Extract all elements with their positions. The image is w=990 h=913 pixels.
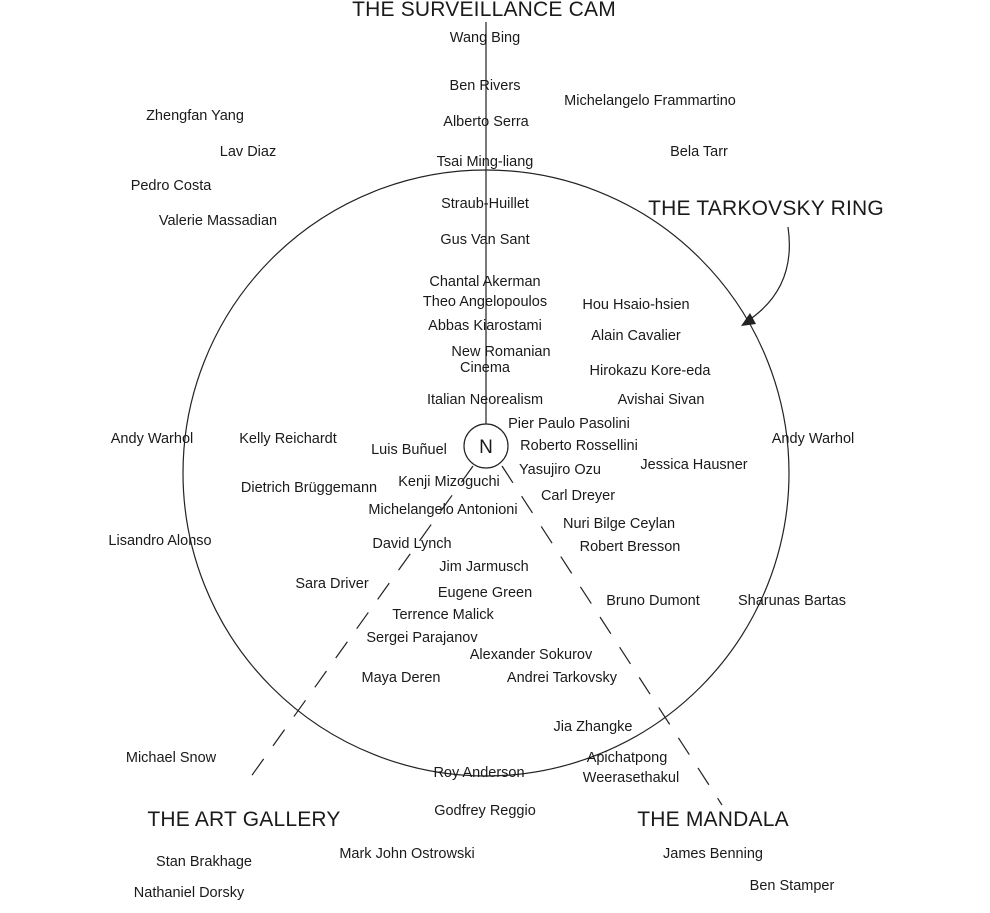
name-label: Mark John Ostrowski (339, 846, 474, 862)
name-label: Ben Stamper (750, 878, 835, 894)
name-label: Valerie Massadian (159, 213, 277, 229)
name-label: Lisandro Alonso (108, 533, 211, 549)
name-label: Jessica Hausner (640, 457, 747, 473)
name-label: Sergei Parajanov (366, 630, 478, 646)
name-label: Tsai Ming-liang (437, 154, 534, 170)
mandala-axis-line (501, 465, 723, 806)
heading-art-gallery: THE ART GALLERY (147, 808, 340, 831)
name-label: Abbas Kiarostami (428, 318, 542, 334)
name-label: Carl Dreyer (541, 488, 615, 504)
name-label: Zhengfan Yang (146, 108, 244, 124)
name-label: Michelangelo Antonioni (368, 502, 517, 518)
center-node-circle (463, 423, 509, 469)
art-gallery-axis-line (249, 465, 474, 779)
name-label: Roy Anderson (433, 765, 524, 781)
name-label: New Romanian (451, 344, 550, 360)
name-label: Hirokazu Kore-eda (590, 363, 712, 379)
name-label: Ben Rivers (450, 78, 521, 94)
center-node-label: N (479, 437, 493, 458)
name-label: Theo Angelopoulos (423, 294, 547, 310)
name-label: Alexander Sokurov (470, 647, 593, 663)
name-label: Pedro Costa (131, 178, 213, 194)
name-label: Jim Jarmusch (439, 559, 528, 575)
name-label: Weerasethakul (583, 770, 679, 786)
name-label: Jia Zhangke (554, 719, 633, 735)
heading-mandala: THE MANDALA (637, 808, 789, 831)
name-label: Sara Driver (295, 576, 368, 592)
name-label: Gus Van Sant (440, 232, 529, 248)
heading-surveillance-cam: THE SURVEILLANCE CAM (352, 0, 616, 21)
name-label: Andrei Tarkovsky (507, 670, 618, 686)
name-label: Apichatpong (587, 750, 668, 766)
name-label: Nathaniel Dorsky (134, 885, 245, 901)
name-label: Maya Deren (362, 670, 441, 686)
name-label: Straub-Huillet (441, 196, 529, 212)
heading-tarkovsky-ring: THE TARKOVSKY RING (648, 197, 884, 220)
name-label: James Benning (663, 846, 763, 862)
name-label: Hou Hsaio-hsien (582, 297, 689, 313)
name-label: Avishai Sivan (618, 392, 705, 408)
name-label: Wang Bing (450, 30, 520, 46)
name-label: David Lynch (372, 536, 451, 552)
name-label: Terrence Malick (392, 607, 494, 623)
name-label: Pier Paulo Pasolini (508, 416, 630, 432)
name-label: Bela Tarr (670, 144, 728, 160)
name-label: Kenji Mizoguchi (398, 474, 500, 490)
name-label: Godfrey Reggio (434, 803, 536, 819)
name-label: Italian Neorealism (427, 392, 543, 408)
name-label: Andy Warhol (111, 431, 193, 447)
name-label: Chantal Akerman (429, 274, 540, 290)
name-label: Sharunas Bartas (738, 593, 846, 609)
name-label: Yasujiro Ozu (519, 462, 601, 478)
name-label: Alain Cavalier (591, 328, 681, 344)
name-label: Dietrich Brüggemann (241, 480, 377, 496)
name-label: Robert Bresson (580, 539, 681, 555)
name-label: Cinema (460, 360, 511, 376)
name-label: Bruno Dumont (606, 593, 700, 609)
name-label: Eugene Green (438, 585, 532, 601)
name-label: Roberto Rossellini (520, 438, 638, 454)
name-label: Michelangelo Frammartino (564, 93, 736, 109)
name-label: Nuri Bilge Ceylan (563, 516, 675, 532)
name-label: Michael Snow (126, 750, 217, 766)
name-label: Lav Diaz (220, 144, 276, 160)
name-label: Luis Buñuel (371, 442, 447, 458)
name-label: Andy Warhol (772, 431, 854, 447)
tarkovsky-ring-arrow-head (741, 313, 756, 326)
name-label: Alberto Serra (443, 114, 529, 130)
tarkovsky-ring-arrow-line (745, 226, 790, 323)
name-label: Stan Brakhage (156, 854, 252, 870)
name-label: Kelly Reichardt (239, 431, 337, 447)
